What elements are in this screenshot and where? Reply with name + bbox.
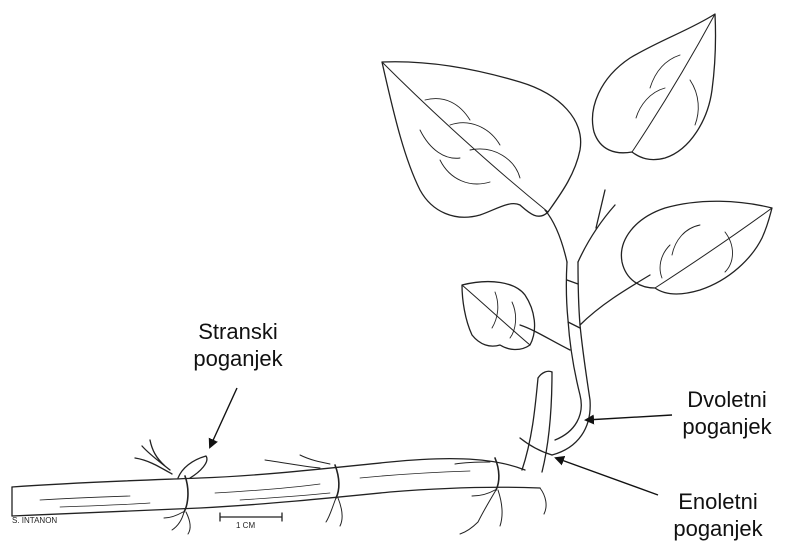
scale-bar [220,513,282,521]
leaf-small-left [462,282,535,350]
arrow-two-year-shoot [586,415,672,420]
label-one-year-shoot-line2: poganjek [660,515,776,542]
label-lateral-shoot-line2: poganjek [178,345,298,372]
rhizome [12,458,540,516]
leaf-upper-right [593,14,716,160]
label-one-year-shoot: Enoletni poganjek [660,488,776,542]
label-lateral-shoot: Stranski poganjek [178,318,298,372]
label-lateral-shoot-line1: Stranski [178,318,298,345]
arrow-lateral-shoot [210,388,237,447]
leaf-right [621,201,772,294]
two-year-shoot [520,190,650,455]
callout-arrows [210,388,672,495]
label-one-year-shoot-line1: Enoletni [660,488,776,515]
label-two-year-shoot-line2: poganjek [672,413,782,440]
scale-bar-label: 1 CM [236,521,255,530]
arrow-one-year-shoot [556,458,658,495]
artist-signature: S. INTANON [12,516,57,525]
lateral-shoot [135,440,207,478]
roots [164,455,546,534]
one-year-shoot [520,371,552,472]
label-two-year-shoot-line1: Dvoletni [672,386,782,413]
label-two-year-shoot: Dvoletni poganjek [672,386,782,440]
leaf-large [382,62,581,217]
